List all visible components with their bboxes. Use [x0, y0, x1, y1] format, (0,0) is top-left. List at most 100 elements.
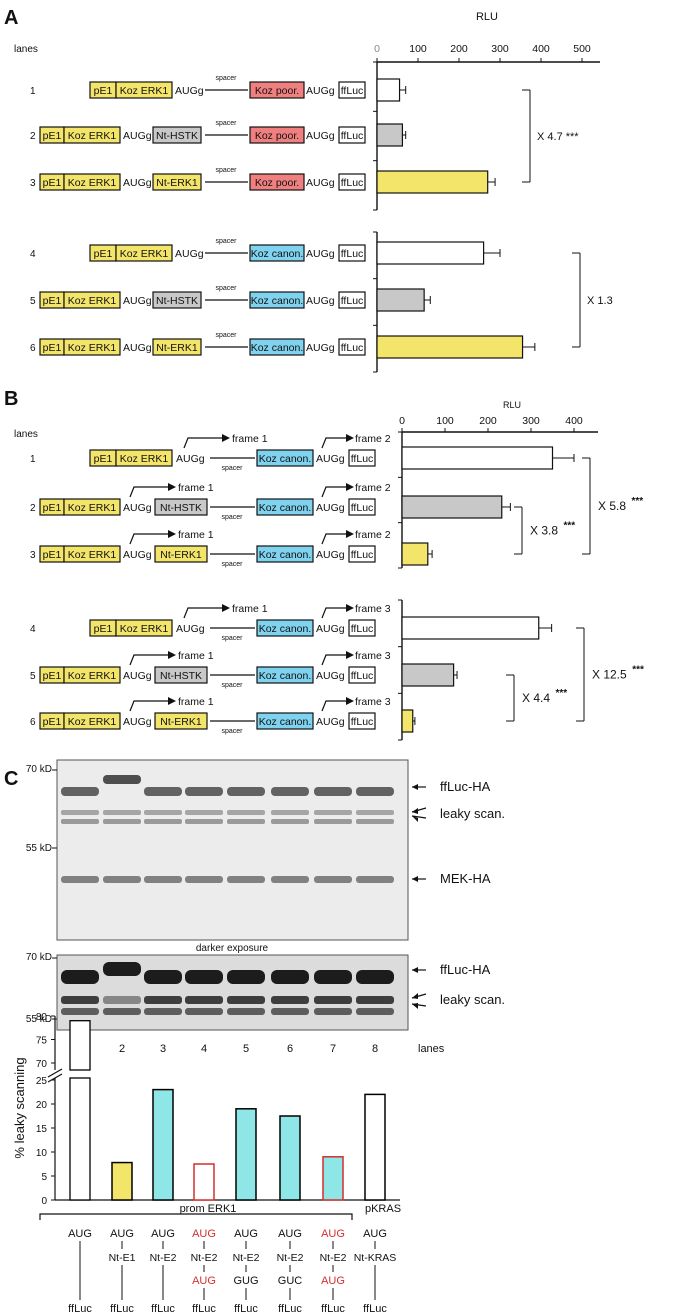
frame-2-label: frame 3: [355, 650, 391, 662]
aug-label: AUGg: [316, 670, 345, 682]
band-label-mek: MEK-HA: [440, 871, 491, 886]
kozak-box-label: Koz canon.: [259, 670, 312, 682]
arrow-ffluc-head: [412, 784, 418, 790]
construct-mid-codon: AUG: [321, 1275, 345, 1287]
blot-band-mek: [271, 876, 309, 883]
ffluc-box: [338, 173, 366, 191]
aug-label: AUGg: [306, 342, 335, 354]
blot-band-ffluc-dark: [227, 970, 265, 984]
koz-erk1-label: Koz ERK1: [68, 716, 117, 728]
panel-b-bar: [401, 709, 414, 733]
blot-band-ffluc: [227, 787, 265, 796]
ffluc-label: ffLuc: [341, 85, 364, 97]
panel-a-tick-label: 0: [374, 43, 380, 55]
aug-label: AUGg: [123, 177, 152, 189]
panel-b-lane-number: 4: [30, 624, 36, 635]
kozak-box-box: [256, 712, 314, 730]
frame-arrowhead: [168, 651, 176, 659]
frame-arrowhead: [346, 651, 354, 659]
frame-arrow: [183, 437, 222, 449]
aug-label: AUGg: [316, 716, 345, 728]
construct-top-codon: AUG: [192, 1228, 216, 1240]
ffluc-box: [338, 126, 366, 144]
aug-label: AUGg: [306, 295, 335, 307]
koz-erk1-label: Koz ERK1: [68, 342, 117, 354]
aug-label: AUGg: [316, 502, 345, 514]
aug-label: AUGg: [176, 453, 205, 465]
blot-band-ffluc: [144, 787, 182, 796]
nt-domain-label: Nt-HSTK: [156, 295, 198, 307]
frame-1-label: frame 1: [178, 650, 214, 662]
ffluc-label: ffLuc: [341, 248, 364, 260]
ffluc-box: [348, 498, 376, 516]
lane-number: 8: [372, 1043, 378, 1055]
aug-label: AUGg: [123, 295, 152, 307]
panel-b-bracket-3-stars: ***: [556, 688, 568, 699]
blot-band-leaky: [356, 810, 394, 815]
blot-band-leaky: [185, 819, 223, 824]
koz-erk1-box: [115, 449, 173, 467]
panel-b-lane-number: 2: [30, 503, 36, 514]
aug-label: AUGg: [123, 549, 152, 561]
koz-erk1-label: Koz ERK1: [68, 670, 117, 682]
ffluc-box: [338, 81, 366, 99]
panel-b-tick-label: 100: [436, 415, 454, 427]
panel-a-bracket-1-label: X 4.7 ***: [537, 131, 579, 143]
blot-band-leaky-dark: [144, 1008, 182, 1015]
panel-b-bracket-3-label: X 4.4: [522, 691, 550, 705]
panel-a-lanes-label: lanes: [14, 44, 38, 55]
panel-a-lane-number: 6: [30, 343, 36, 354]
koz-erk1-label: Koz ERK1: [120, 85, 169, 97]
pe1-label: pE1: [94, 453, 113, 465]
panel-a-lane-number: 3: [30, 178, 36, 189]
pe1-label: pE1: [43, 295, 62, 307]
blot-band-ffluc: [61, 787, 99, 796]
aug-label: AUGg: [175, 248, 204, 260]
mw-55: 55 kD: [26, 1014, 52, 1025]
frame-arrow: [321, 437, 346, 449]
koz-erk1-box: [63, 498, 121, 516]
koz-erk1-box: [63, 126, 121, 144]
panel-b-bracket-4-stars: ***: [632, 665, 644, 676]
ffluc-label: ffLuc: [341, 342, 364, 354]
blot-band-ffluc-dark: [271, 970, 309, 984]
prom-erk1-label: prom ERK1: [180, 1203, 237, 1215]
frame-arrowhead: [222, 434, 230, 442]
construct-ffluc: ffLuc: [151, 1303, 175, 1315]
nt-domain-label: Nt-ERK1: [156, 177, 198, 189]
construct-mid-codon: AUG: [192, 1275, 216, 1287]
panel-b-bar: [401, 495, 503, 519]
panel-a-axis-title: RLU: [476, 11, 498, 23]
pe1-label: pE1: [43, 177, 62, 189]
ffluc-box: [348, 712, 376, 730]
panel-a-bar: [376, 78, 401, 102]
ffluc-label: ffLuc: [351, 670, 374, 682]
construct-mid-codon: GUG: [233, 1275, 258, 1287]
chart-c-y-tick-label: 15: [36, 1124, 48, 1135]
darker-exposure-title: darker exposure: [196, 943, 269, 954]
ffluc-label: ffLuc: [341, 177, 364, 189]
aug-label: AUGg: [306, 130, 335, 142]
frame-arrow: [321, 486, 346, 498]
panel-b-bracket-4-label: X 12.5: [592, 668, 627, 682]
panel-b-tick-label: 400: [565, 415, 583, 427]
construct-top-codon: AUG: [278, 1228, 302, 1240]
kozak-box-box: [249, 244, 305, 262]
blot-band-leaky-dark: [314, 1008, 352, 1015]
chart-c-bar: [69, 1077, 91, 1201]
ffluc-box: [338, 291, 366, 309]
blot-band-leaky-dark: [271, 996, 309, 1004]
kozak-box-label: Koz canon.: [259, 716, 312, 728]
panel-b-tick-label: 200: [479, 415, 497, 427]
construct-ffluc: ffLuc: [321, 1303, 345, 1315]
blot-band-leaky-dark: [185, 1008, 223, 1015]
aug-label: AUGg: [316, 453, 345, 465]
blot-band-mek: [103, 876, 141, 883]
ffluc-label: ffLuc: [341, 130, 364, 142]
panel-a-lane-number: 1: [30, 86, 36, 97]
blot-band-leaky-dark: [61, 1008, 99, 1015]
blot-band-mek: [61, 876, 99, 883]
blot-band-leaky: [61, 819, 99, 824]
blot-band-leaky: [356, 819, 394, 824]
chart-c-bar: [235, 1108, 257, 1201]
